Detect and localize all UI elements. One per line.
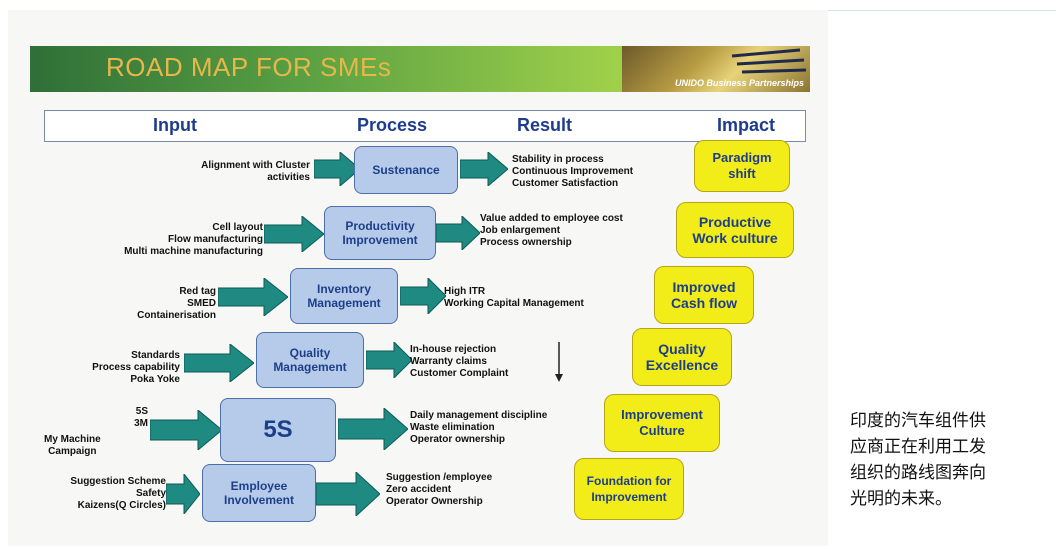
column-header-bar: Input Process Result Impact xyxy=(44,110,806,142)
divider xyxy=(828,10,1056,11)
arrow-icon xyxy=(400,278,446,314)
header-input: Input xyxy=(153,115,197,135)
process-box-sustenance: Sustenance xyxy=(354,146,458,194)
arrow-icon xyxy=(460,152,508,186)
arrow-icon xyxy=(264,216,324,252)
down-arrow-icon xyxy=(554,342,564,382)
arrow-icon xyxy=(316,472,380,516)
title-banner: ROAD MAP FOR SMEs UNIDO Business Partner… xyxy=(30,46,810,92)
logo-text: UNIDO Business Partnerships xyxy=(674,78,804,88)
arrow-icon xyxy=(184,344,254,382)
slide-image: ROAD MAP FOR SMEs UNIDO Business Partner… xyxy=(8,10,828,546)
arrow-icon xyxy=(218,278,288,316)
banner-title: ROAD MAP FOR SMEs xyxy=(106,52,392,82)
process-box-5s: 5S xyxy=(220,398,336,462)
unido-logo: UNIDO Business Partnerships xyxy=(622,46,810,92)
header-result: Result xyxy=(517,115,573,135)
caption-text: 印度的汽车组件供 应商正在利用工发 组织的路线图奔向 光明的未来。 xyxy=(850,411,986,509)
arrow-icon xyxy=(150,410,222,450)
logo-stripes-icon xyxy=(731,48,807,74)
arrow-icon xyxy=(166,474,200,514)
header-impact: Impact xyxy=(717,115,776,135)
arrow-icon xyxy=(314,152,360,186)
arrow-icon xyxy=(366,342,412,378)
arrow-icon xyxy=(436,216,480,250)
arrow-icon xyxy=(338,408,408,450)
header-process: Process xyxy=(357,115,428,135)
